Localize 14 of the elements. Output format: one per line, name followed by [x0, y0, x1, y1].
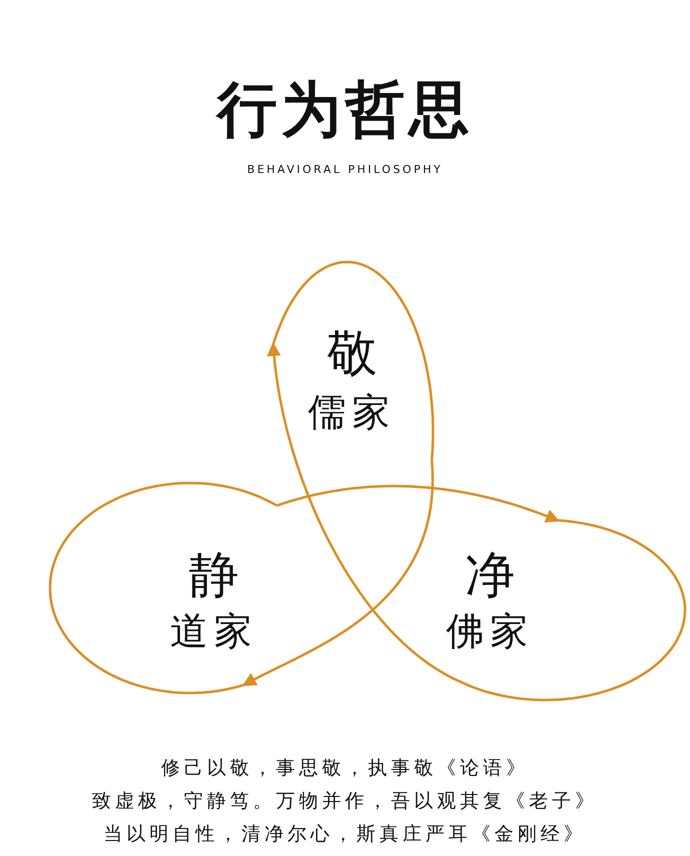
quote-line: 致虚极，守静笃。万物并作，吾以观其复《老子》 [92, 792, 598, 811]
school-label: 佛家 [446, 612, 534, 650]
title: 行为哲思 [217, 80, 473, 140]
quote-line: 修己以敬，事思敬，执事敬《论语》 [161, 759, 529, 778]
subtitle: BEHAVIORAL PHILOSOPHY [247, 164, 443, 175]
quote-line: 当以明自性，清净尔心，斯真庄严耳《金刚经》 [104, 825, 586, 844]
character-label: 敬 [327, 328, 377, 378]
school-label: 道家 [170, 612, 258, 650]
arrow [242, 460, 434, 686]
character-label: 净 [465, 550, 515, 600]
arrow [276, 484, 560, 523]
arrow [267, 342, 464, 684]
character-label: 静 [189, 550, 239, 600]
school-label: 儒家 [308, 393, 396, 431]
